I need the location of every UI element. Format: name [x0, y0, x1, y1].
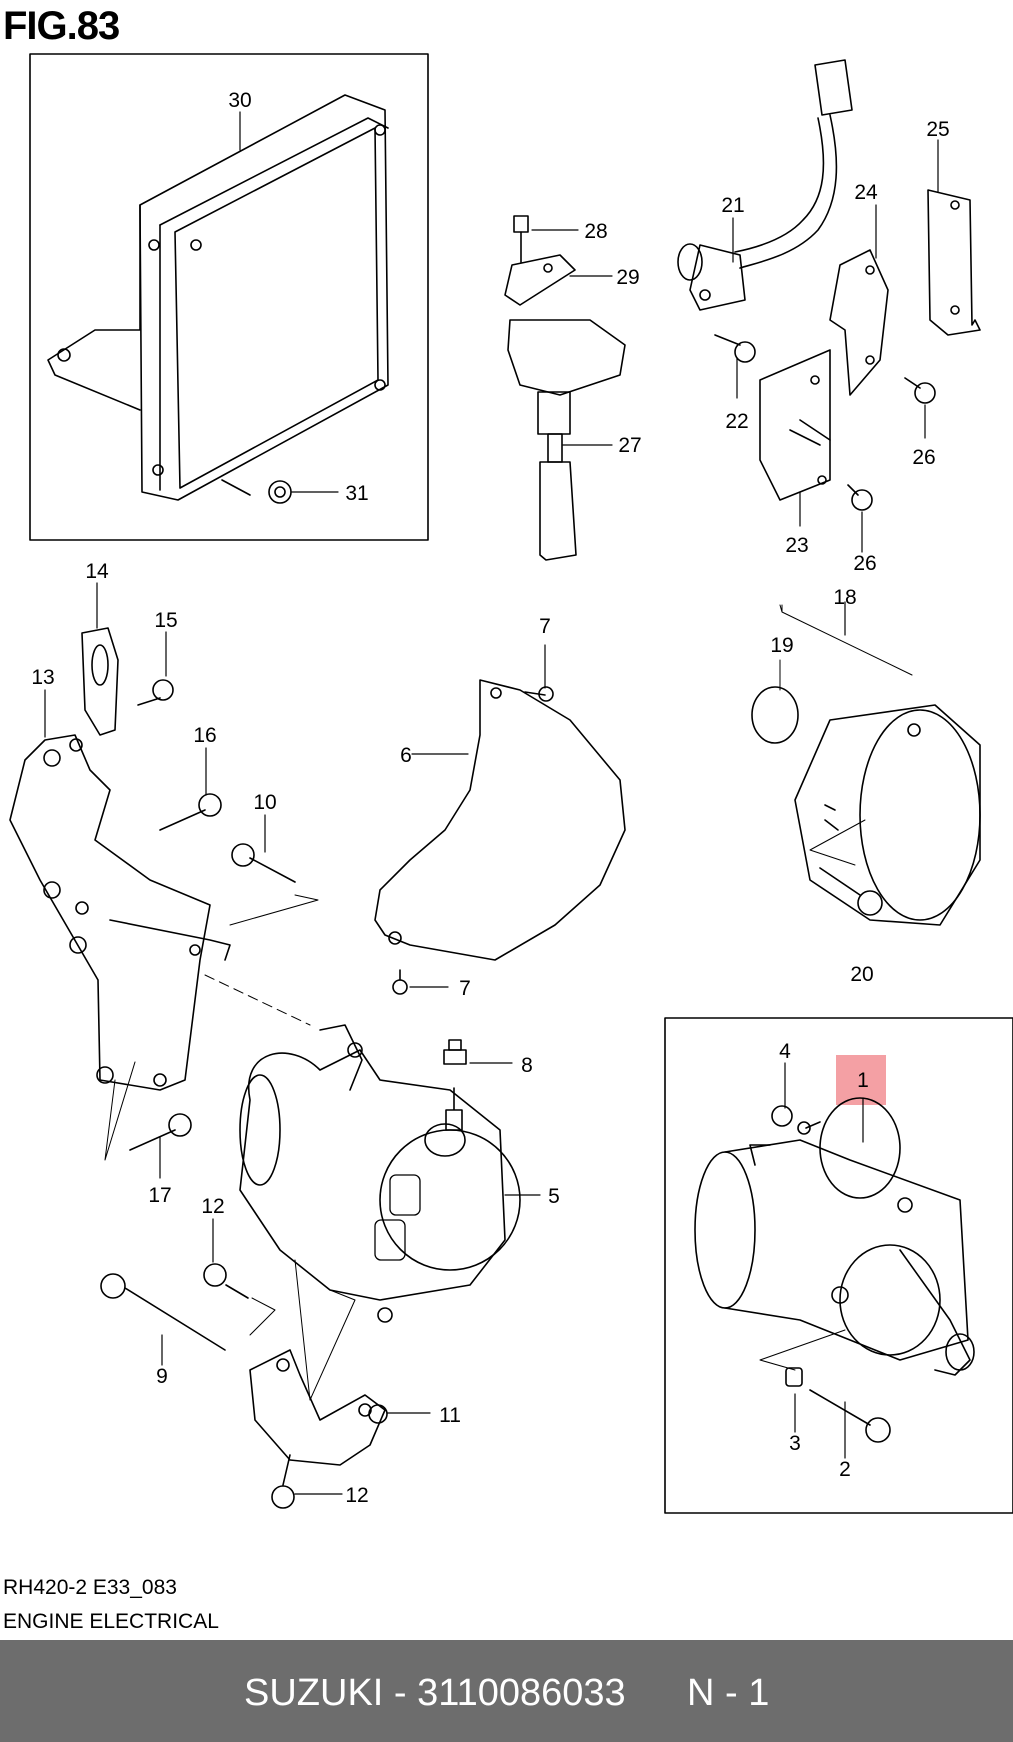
- bolt-7-lower-drawing: [392, 969, 408, 995]
- bracket-23-drawing: [759, 349, 831, 501]
- alternator-5-drawing: [239, 1024, 521, 1323]
- callout-6: 6: [400, 744, 412, 767]
- footer-part-number: SUZUKI - 3110086033: [244, 1672, 626, 1714]
- assembly-line-alternator: [204, 974, 311, 1026]
- callout-8: 8: [521, 1054, 533, 1077]
- figure-section: ENGINE ELECTRICAL: [3, 1610, 219, 1633]
- callout-2: 2: [839, 1458, 851, 1481]
- callout-26-upper: 26: [912, 446, 935, 469]
- unit-18-drawing: [794, 704, 981, 926]
- sensor-21-drawing: [677, 59, 853, 311]
- bolt-22-drawing: [714, 334, 756, 363]
- leader-lines: [44, 111, 939, 1495]
- nut-8-drawing: [443, 1039, 467, 1065]
- callout-12-lower: 12: [345, 1484, 368, 1507]
- bushing-3-drawing: [785, 1367, 803, 1387]
- callout-25: 25: [926, 118, 949, 141]
- nut-4-drawing: [771, 1105, 793, 1127]
- callout-14: 14: [85, 560, 109, 583]
- callout-11: 11: [439, 1404, 461, 1427]
- stud-starter-drawing: [797, 1121, 821, 1135]
- callout-5: 5: [548, 1185, 560, 1208]
- ecu-unit-drawing: [47, 94, 389, 501]
- callout-22: 22: [725, 410, 748, 433]
- callout-7-upper: 7: [539, 615, 551, 638]
- callout-20: 20: [850, 963, 873, 986]
- nut-31-drawing: [268, 480, 292, 504]
- callout-26-lower: 26: [853, 552, 876, 575]
- callout-27: 27: [618, 434, 641, 457]
- bolt-15-drawing: [137, 679, 174, 706]
- ecu-group-frame: [29, 53, 429, 541]
- bracket-24-drawing: [829, 249, 889, 396]
- callout-10: 10: [253, 791, 276, 814]
- callout-9: 9: [156, 1365, 168, 1388]
- engine-mount-bracket-13-drawing: [9, 734, 231, 1091]
- callout-7-lower: 7: [459, 977, 471, 1000]
- gasket-14-drawing: [81, 627, 119, 736]
- bolt-2-drawing: [809, 1389, 891, 1443]
- callout-29: 29: [616, 266, 639, 289]
- bracket-29-drawing: [504, 254, 576, 306]
- part-1-highlight: [836, 1055, 886, 1105]
- assembly-line-alt-lower: [294, 1259, 356, 1401]
- footer-quantity: N - 1: [687, 1672, 770, 1714]
- bolt-10-drawing: [231, 843, 296, 883]
- callout-17: 17: [148, 1184, 171, 1207]
- o-ring-19-drawing: [751, 686, 799, 744]
- bolt-12-upper-drawing: [203, 1263, 249, 1299]
- assembly-line-18: [779, 604, 913, 676]
- callout-19: 19: [770, 634, 793, 657]
- callout-21: 21: [721, 194, 744, 217]
- callout-30: 30: [228, 89, 251, 112]
- bracket-25-drawing: [927, 189, 981, 336]
- assembly-line-12: [249, 1297, 276, 1336]
- bolt-26-lower-drawing: [847, 484, 873, 511]
- starter-motor-1-drawing: [694, 1097, 975, 1376]
- callout-18: 18: [833, 586, 856, 609]
- callout-4: 4: [779, 1040, 791, 1063]
- heat-shield-6-drawing: [374, 679, 626, 961]
- nut-11-drawing: [368, 1404, 388, 1424]
- footer-bar: SUZUKI - 3110086033 N - 1: [0, 1640, 1013, 1742]
- stud-terminal-drawing: [445, 1087, 463, 1131]
- callout-23: 23: [785, 534, 808, 557]
- assembly-line-20: [809, 819, 866, 866]
- bolt-26-upper-drawing: [904, 377, 936, 404]
- callout-15: 15: [154, 609, 177, 632]
- assembly-line-17: [104, 1061, 136, 1161]
- ignition-coil-27-drawing: [507, 319, 626, 561]
- starter-group-frame: [664, 1017, 1013, 1514]
- figure-title: FIG.83: [3, 4, 120, 48]
- bolt-9-drawing: [100, 1273, 226, 1351]
- bolt-17-drawing: [129, 1113, 192, 1151]
- assembly-line-starter: [759, 1329, 846, 1371]
- callout-12-upper: 12: [201, 1195, 224, 1218]
- callout-16: 16: [193, 724, 216, 747]
- exploded-parts-diagram: 30 31 28 29 27 21 24 25 22 26 26 23 14 1…: [9, 53, 1013, 1514]
- bolt-28-drawing: [513, 215, 529, 263]
- callout-24: 24: [854, 181, 878, 204]
- bolt-16-drawing: [159, 793, 222, 831]
- callout-1: 1: [857, 1069, 869, 1092]
- figure-code: RH420-2 E33_083: [3, 1576, 177, 1599]
- bolt-7-upper-drawing: [524, 686, 554, 702]
- callout-13: 13: [31, 666, 54, 689]
- callout-31: 31: [345, 482, 368, 505]
- bolt-20-drawing: [819, 867, 883, 916]
- assembly-line-10: [229, 894, 319, 926]
- bolt-12-lower-drawing: [271, 1454, 295, 1509]
- bracket-11-drawing: [249, 1349, 386, 1466]
- callout-3: 3: [789, 1432, 801, 1455]
- callout-28: 28: [584, 220, 607, 243]
